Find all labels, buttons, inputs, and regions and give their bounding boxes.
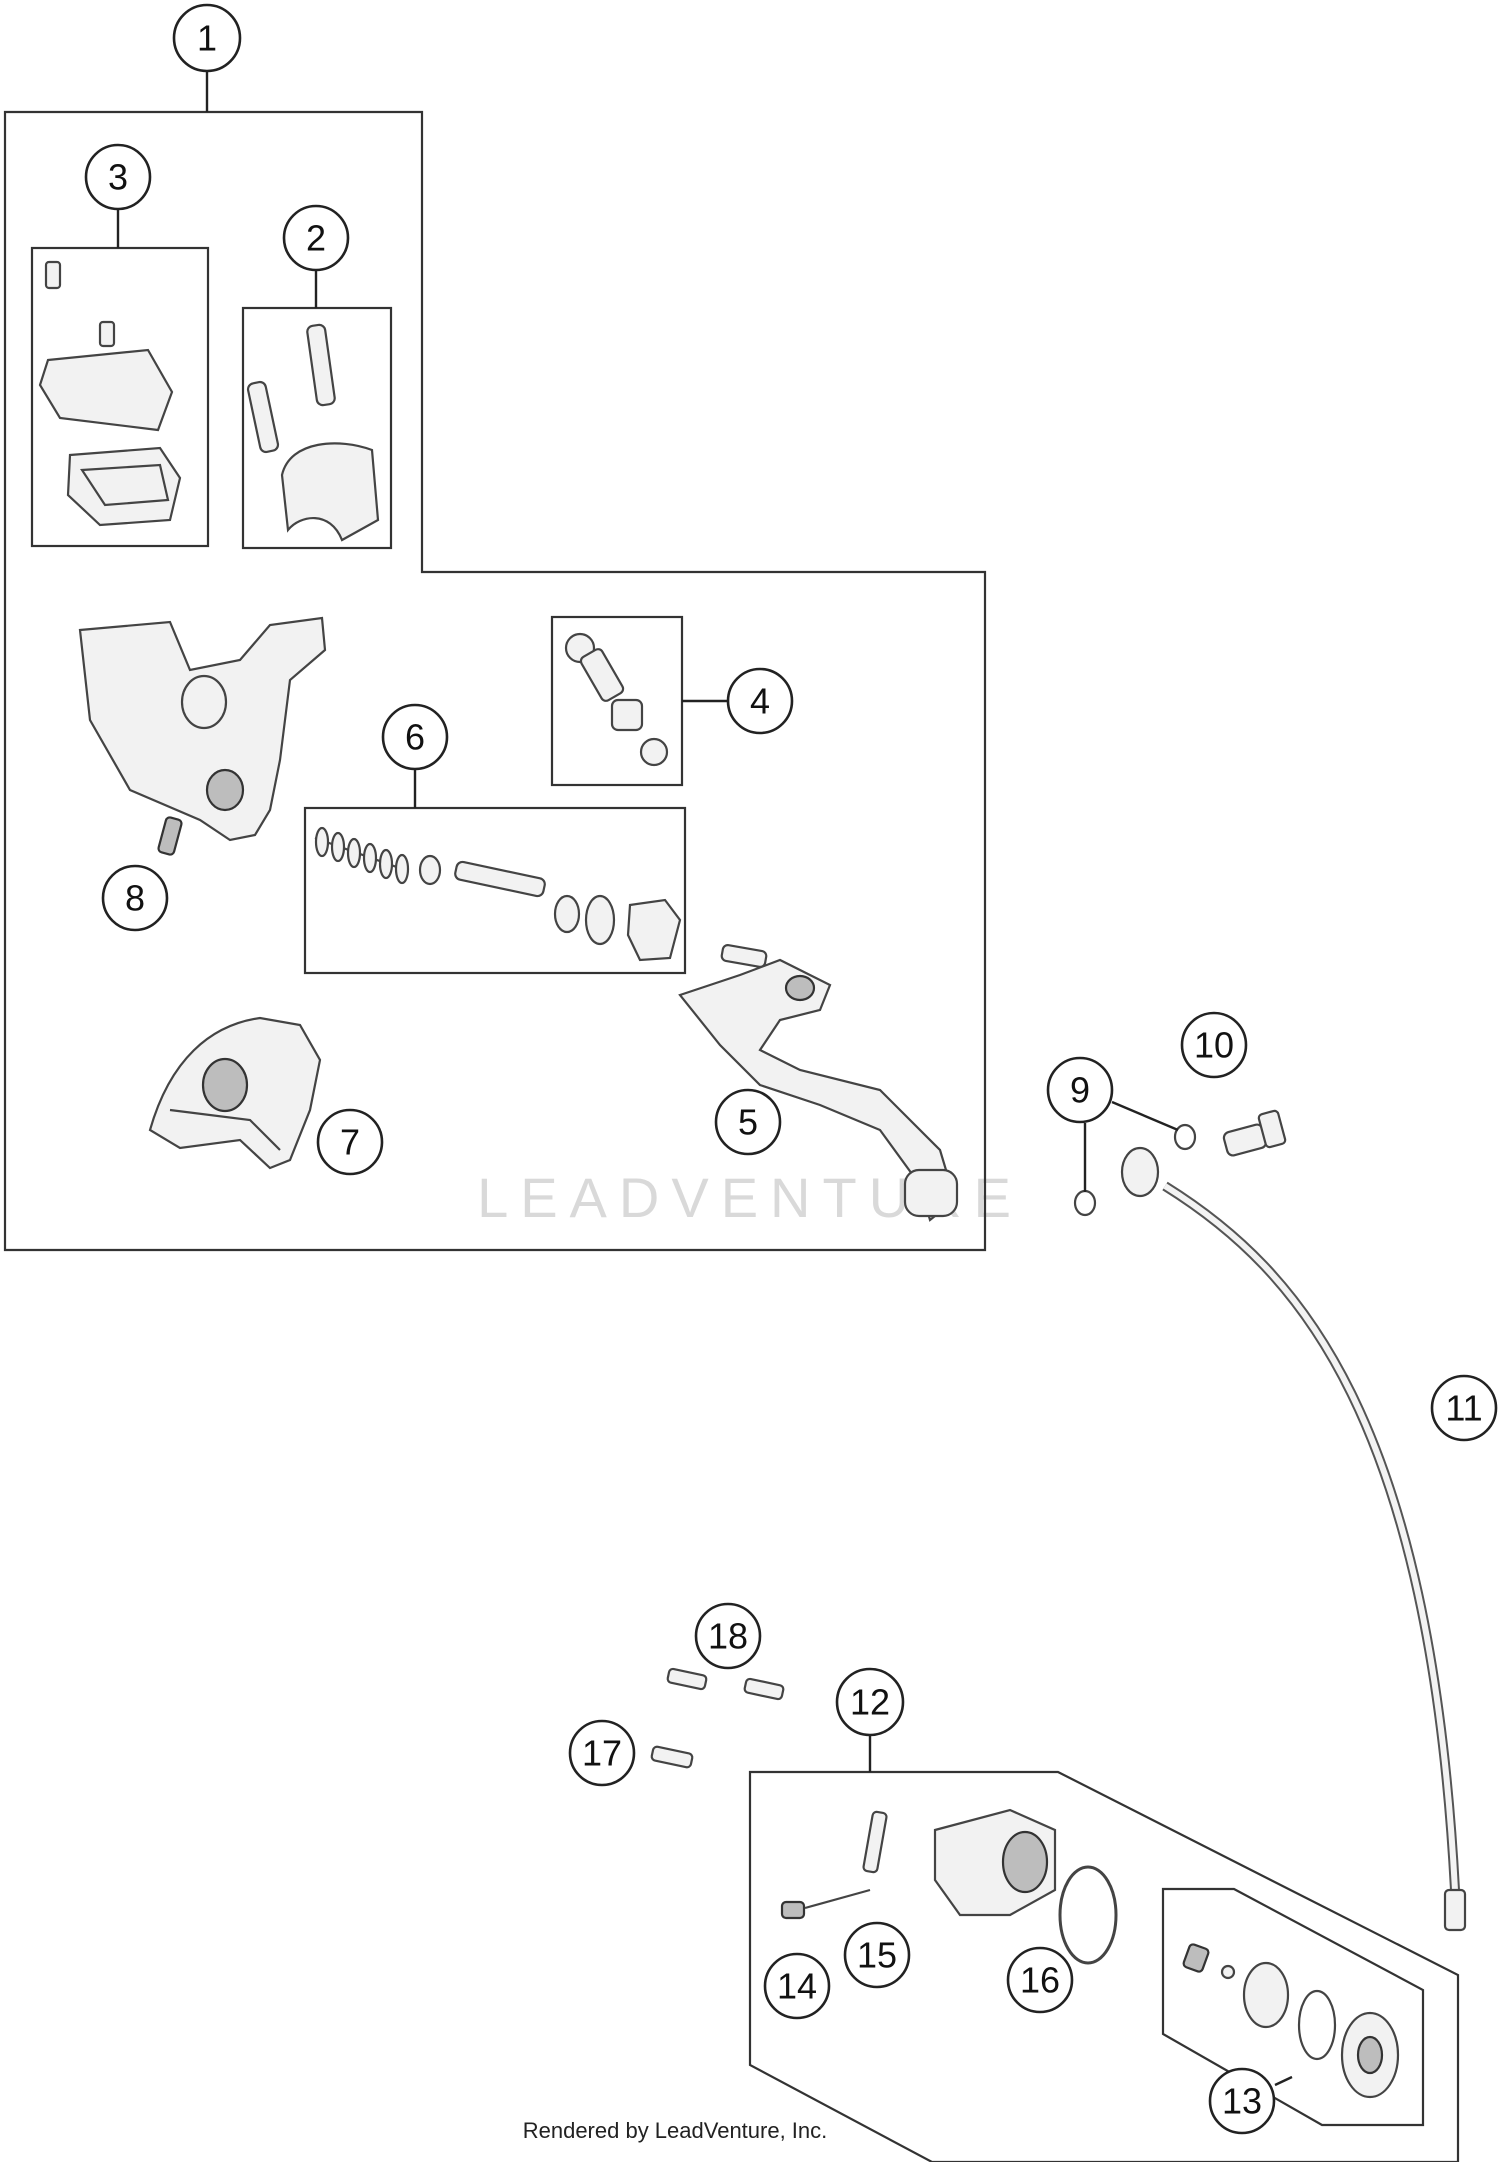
callout-11[interactable]: 11 xyxy=(1430,1374,1498,1442)
assembly-frame-6 xyxy=(303,806,687,975)
part-2-handlebar-clamp xyxy=(246,323,380,542)
part-5-lever xyxy=(678,943,959,1222)
callout-9[interactable]: 9 xyxy=(1046,1056,1114,1124)
leader-9a xyxy=(1111,1100,1179,1132)
callout-17-label: 17 xyxy=(582,1733,622,1774)
callout-7-label: 7 xyxy=(340,1122,360,1163)
callout-9-label: 9 xyxy=(1070,1070,1090,1111)
callout-17[interactable]: 17 xyxy=(568,1719,636,1787)
assembly-frame-3 xyxy=(30,246,210,548)
part-12-slave-cylinder xyxy=(780,1808,1118,1965)
part-8-screw xyxy=(157,816,183,856)
part-3-reservoir-cover xyxy=(38,260,182,527)
part-13-piston-kit xyxy=(1182,1943,1400,2099)
part-18-bolts xyxy=(666,1667,785,1701)
part-11-hose xyxy=(1120,1146,1467,1932)
callout-10-label: 10 xyxy=(1194,1025,1234,1066)
callout-6[interactable]: 6 xyxy=(381,703,449,771)
callout-12-label: 12 xyxy=(850,1682,890,1723)
callout-14-label: 14 xyxy=(777,1966,817,2007)
callout-5[interactable]: 5 xyxy=(714,1088,782,1156)
part-6-piston-kit xyxy=(314,826,682,962)
callout-13[interactable]: 13 xyxy=(1208,2067,1276,2135)
callout-15[interactable]: 15 xyxy=(843,1921,911,1989)
assembly-frame-13 xyxy=(1161,1887,1425,2127)
callout-8-label: 8 xyxy=(125,878,145,919)
part-10-banjo-bolt xyxy=(1222,1109,1287,1157)
callout-3[interactable]: 3 xyxy=(84,143,152,211)
assembly-frame-12 xyxy=(748,1770,1460,2162)
assembly-frame-1 xyxy=(3,110,987,1252)
callout-4-label: 4 xyxy=(750,681,770,722)
callout-2-label: 2 xyxy=(306,218,326,259)
callout-8[interactable]: 8 xyxy=(101,864,169,932)
callout-2[interactable]: 2 xyxy=(282,204,350,272)
part-4-pivot-bolt xyxy=(564,632,669,767)
part-17-bolt xyxy=(650,1745,694,1769)
callout-14[interactable]: 14 xyxy=(763,1952,831,2020)
callout-7[interactable]: 7 xyxy=(316,1108,384,1176)
callout-12[interactable]: 12 xyxy=(835,1667,905,1737)
callout-13-label: 13 xyxy=(1222,2081,1262,2122)
callout-18-label: 18 xyxy=(708,1616,748,1657)
callout-16[interactable]: 16 xyxy=(1006,1946,1074,2014)
callout-16-label: 16 xyxy=(1020,1960,1060,2001)
callout-4[interactable]: 4 xyxy=(726,667,794,735)
part-master-cylinder-body xyxy=(78,616,327,842)
part-7-guard xyxy=(148,1016,322,1170)
callout-15-label: 15 xyxy=(857,1935,897,1976)
callout-1-label: 1 xyxy=(197,18,217,59)
callout-10[interactable]: 10 xyxy=(1180,1011,1248,1079)
callout-6-label: 6 xyxy=(405,717,425,758)
callout-1[interactable]: 1 xyxy=(172,3,242,73)
callout-18[interactable]: 18 xyxy=(694,1602,762,1670)
callout-5-label: 5 xyxy=(738,1102,758,1143)
leader-13 xyxy=(1274,2075,1293,2087)
callout-11-label: 11 xyxy=(1445,1388,1482,1429)
credit-text: Rendered by LeadVenture, Inc. xyxy=(523,2118,828,2143)
callout-3-label: 3 xyxy=(108,157,128,198)
